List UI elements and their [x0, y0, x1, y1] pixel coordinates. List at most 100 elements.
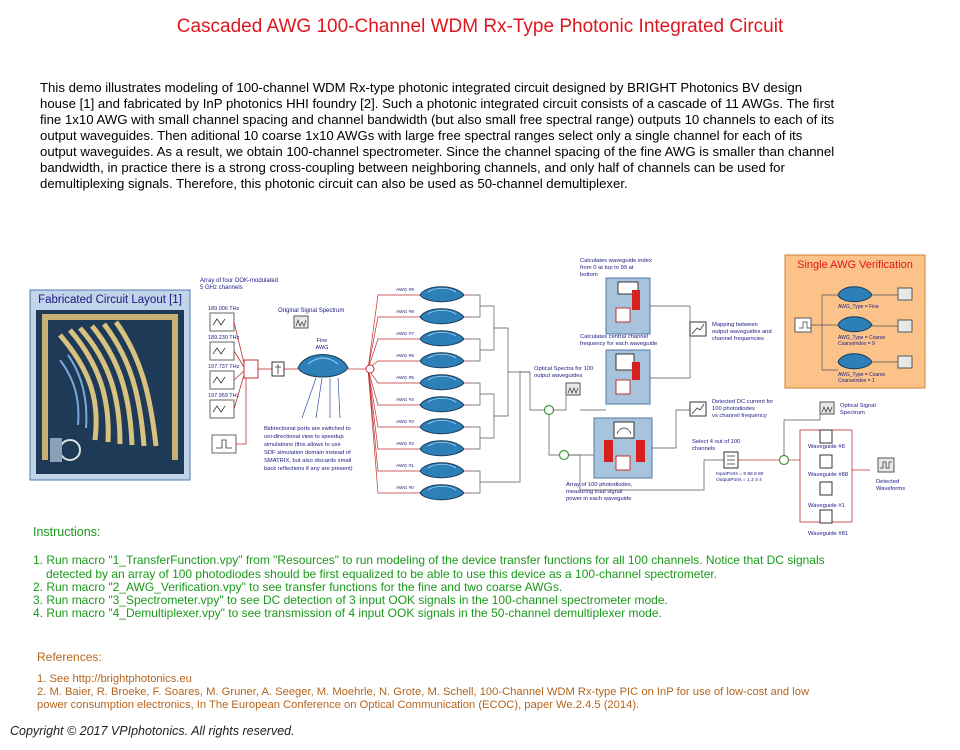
waveguide-label-88: Waveguide #88	[808, 472, 848, 478]
waveguide-label-8: Waveguide #8	[808, 444, 845, 450]
instruction-3: 3. Run macro "3_Spectrometer.vpy" to see…	[33, 593, 668, 607]
coarse-output-tree	[468, 294, 548, 494]
copyright: Copyright © 2017 VPIphotonics. All right…	[10, 724, 295, 738]
coarse-awg-label: AWG #0	[396, 485, 414, 491]
intro-text: This demo illustrates modeling of 100-ch…	[40, 80, 835, 191]
output-splitter-node[interactable]	[778, 454, 790, 466]
instruction-2: 2. Run macro "2_AWG_Verification.vpy" to…	[33, 580, 563, 594]
awg-type-coarse9-label: AWG_Type = Coarse	[838, 335, 885, 341]
svg-text:SDF simulation domain instead: SDF simulation domain instead of	[264, 450, 351, 456]
svg-text:uni-directional view to speedu: uni-directional view to speedup	[264, 434, 344, 440]
waveguide-label-1: Waveguide #1	[808, 503, 845, 509]
coarse-awg-label: AWG #2	[396, 441, 414, 447]
coarse-awg-label: AWG #5	[396, 375, 414, 381]
reference-1[interactable]: 1. See http://brightphotonics.eu	[37, 673, 192, 685]
calc-freq-block[interactable]	[605, 349, 651, 405]
calc-freq-label-2: frequency for each waveguide	[580, 341, 657, 347]
tx-freq-3: 197.737 THz	[208, 364, 240, 370]
optical-signal-spectrum-label-2: Spectrum	[840, 410, 865, 416]
optical-signal-spectrum-label: Optical Signal	[840, 403, 876, 409]
instructions-heading: Instructions:	[33, 525, 101, 539]
mapping-label-2: output waveguides and	[712, 329, 772, 335]
reference-2-cont: power consumption electronics, In The Eu…	[37, 699, 640, 711]
instruction-4: 4. Run macro "4_Demultiplexer.vpy" to se…	[33, 606, 662, 620]
splitter-node[interactable]	[543, 404, 555, 416]
instruction-1: 1. Run macro "1_TransferFunction.vpy" fr…	[33, 553, 825, 567]
fabricated-layout-panel[interactable]: Fabricated Circuit Layout [1]	[29, 289, 191, 481]
coarse-awg-3[interactable]: AWG #3	[392, 418, 468, 435]
photodiode-label-3: power in each waveguide	[566, 496, 631, 502]
waveguide-detectors[interactable]: Waveguide #8 Waveguide #88 Waveguide #1 …	[799, 429, 853, 537]
page-title: Cascaded AWG 100-Channel WDM Rx-Type Pho…	[176, 16, 784, 37]
coarse-awg-4[interactable]: AWG #4	[392, 396, 468, 413]
single-awg-verification-panel[interactable]: Single AWG Verification AWG_Type = Fine …	[784, 254, 926, 389]
calc-freq-label: Calculates central channel	[580, 334, 648, 340]
reference-2: 2. M. Baier, R. Broeke, F. Soares, M. Gr…	[37, 686, 810, 698]
instruction-1-cont: detected by an array of 100 photodiodes …	[46, 567, 718, 581]
references-heading: References:	[37, 650, 102, 664]
dc-current-label-2: 100 photodiodes	[712, 406, 755, 412]
coarse-awg-7[interactable]: AWG #7	[392, 330, 468, 347]
coarse-awg-8[interactable]: AWG #8	[392, 308, 468, 325]
photodiode-node[interactable]	[558, 449, 570, 461]
awg-type-coarse9-index: CoarseIndex = 9	[838, 341, 875, 347]
awg-type-coarse1-index: CoarseIndex = 1	[838, 378, 875, 384]
ook-array-label: Array of four OOK-modulated	[200, 278, 278, 284]
awg-type-fine-label: AWG_Type = Fine	[838, 304, 879, 310]
fine-awg-label-2: AWG	[316, 345, 329, 351]
input-source-block[interactable]	[211, 434, 237, 454]
input-ports-label: InputPorts = 8 88 8 80	[716, 471, 764, 477]
ook-transmitter-array[interactable]: 189.006 THz 189.230 THz 197.737 THz 197.…	[208, 306, 240, 419]
select-label: Select 4 out of 100	[692, 439, 740, 445]
coarse-awg-array[interactable]: AWG #9 AWG #8 AWG #7 AWG #6 AWG #5 AWG #4 AWG …	[392, 286, 468, 501]
tx-freq-1: 189.006 THz	[208, 306, 240, 312]
calc-index-block[interactable]	[605, 277, 651, 335]
coarse-awg-label: AWG #8	[396, 309, 414, 315]
mapping-label-3: channel frequencies	[712, 336, 764, 342]
calc-index-label-3: bottom	[580, 272, 598, 278]
coarse-awg-6[interactable]: AWG #6	[392, 352, 468, 369]
svg-text:Bidirectional ports are switch: Bidirectional ports are switched to	[264, 426, 351, 432]
fine-awg[interactable]	[297, 354, 349, 378]
coarse-awg-5[interactable]: AWG #5	[392, 374, 468, 391]
coarse-awg-9[interactable]: AWG #9	[392, 286, 468, 303]
coarse-awg-2[interactable]: AWG #2	[392, 440, 468, 457]
bidirectional-note: Bidirectional ports are switched to uni-…	[264, 426, 353, 472]
ook-array-sublabel: 5 GHz channels	[200, 285, 243, 291]
optical-spectra-label: Optical Spectra for 100	[534, 366, 593, 372]
tx-freq-4: 197.959 THz	[208, 393, 240, 399]
output-ports-label: OutputPorts = 1 2 3 4	[716, 477, 762, 483]
coarse-awg-label: AWG #4	[396, 397, 414, 403]
orig-spectrum-analyzer[interactable]	[293, 315, 309, 329]
coarse-awg-0[interactable]: AWG #0	[392, 484, 468, 501]
awg-type-coarse1-label: AWG_Type = Coarse	[838, 372, 885, 378]
coarse-awg-label: AWG #9	[396, 287, 414, 293]
svg-text:simulations (this allows to us: simulations (this allows to use	[264, 442, 341, 448]
fine-awg-label: Fine	[317, 338, 328, 344]
svg-text:back reflections if any are pr: back reflections if any are present)	[264, 466, 353, 472]
schematic-diagram: Fabricated Circuit Layout [1] Array of f…	[29, 254, 926, 537]
chip-layout-image	[42, 314, 178, 462]
coarse-awg-label: AWG #6	[396, 353, 414, 359]
photodiode-label-2: measuring total signal	[566, 489, 622, 495]
detected-waveforms-label: Detected	[876, 479, 899, 485]
coarse-awg-label: AWG #7	[396, 331, 414, 337]
dc-current-label: Detected DC current for	[712, 399, 773, 405]
verification-title: Single AWG Verification	[797, 259, 913, 271]
layout-label: Fabricated Circuit Layout [1]	[38, 294, 182, 306]
optical-spectra-label-2: output waveguides	[534, 373, 582, 379]
coarse-awg-label: AWG #1	[396, 463, 414, 469]
fine-to-coarse-connections	[348, 294, 392, 494]
photodiode-array[interactable]	[593, 417, 653, 479]
calc-index-label: Calculates waveguide index	[580, 258, 652, 264]
combiner-block[interactable]	[243, 359, 259, 379]
svg-text:SMATRIX, but also discards sma: SMATRIX, but also discards small	[264, 458, 351, 464]
photodiode-label: Array of 100 photodiodes,	[566, 482, 633, 488]
calc-index-label-2: from 0 at top to 99 at	[580, 265, 634, 271]
select-label-2: channels	[692, 446, 715, 452]
tx-freq-2: 189.230 THz	[208, 335, 240, 341]
waveguide-label-81: Waveguide #81	[808, 531, 848, 537]
orig-spectrum-label: Original Signal Spectrum	[278, 308, 344, 314]
mapping-label: Mapping between	[712, 322, 758, 328]
coarse-awg-1[interactable]: AWG #1	[392, 462, 468, 479]
